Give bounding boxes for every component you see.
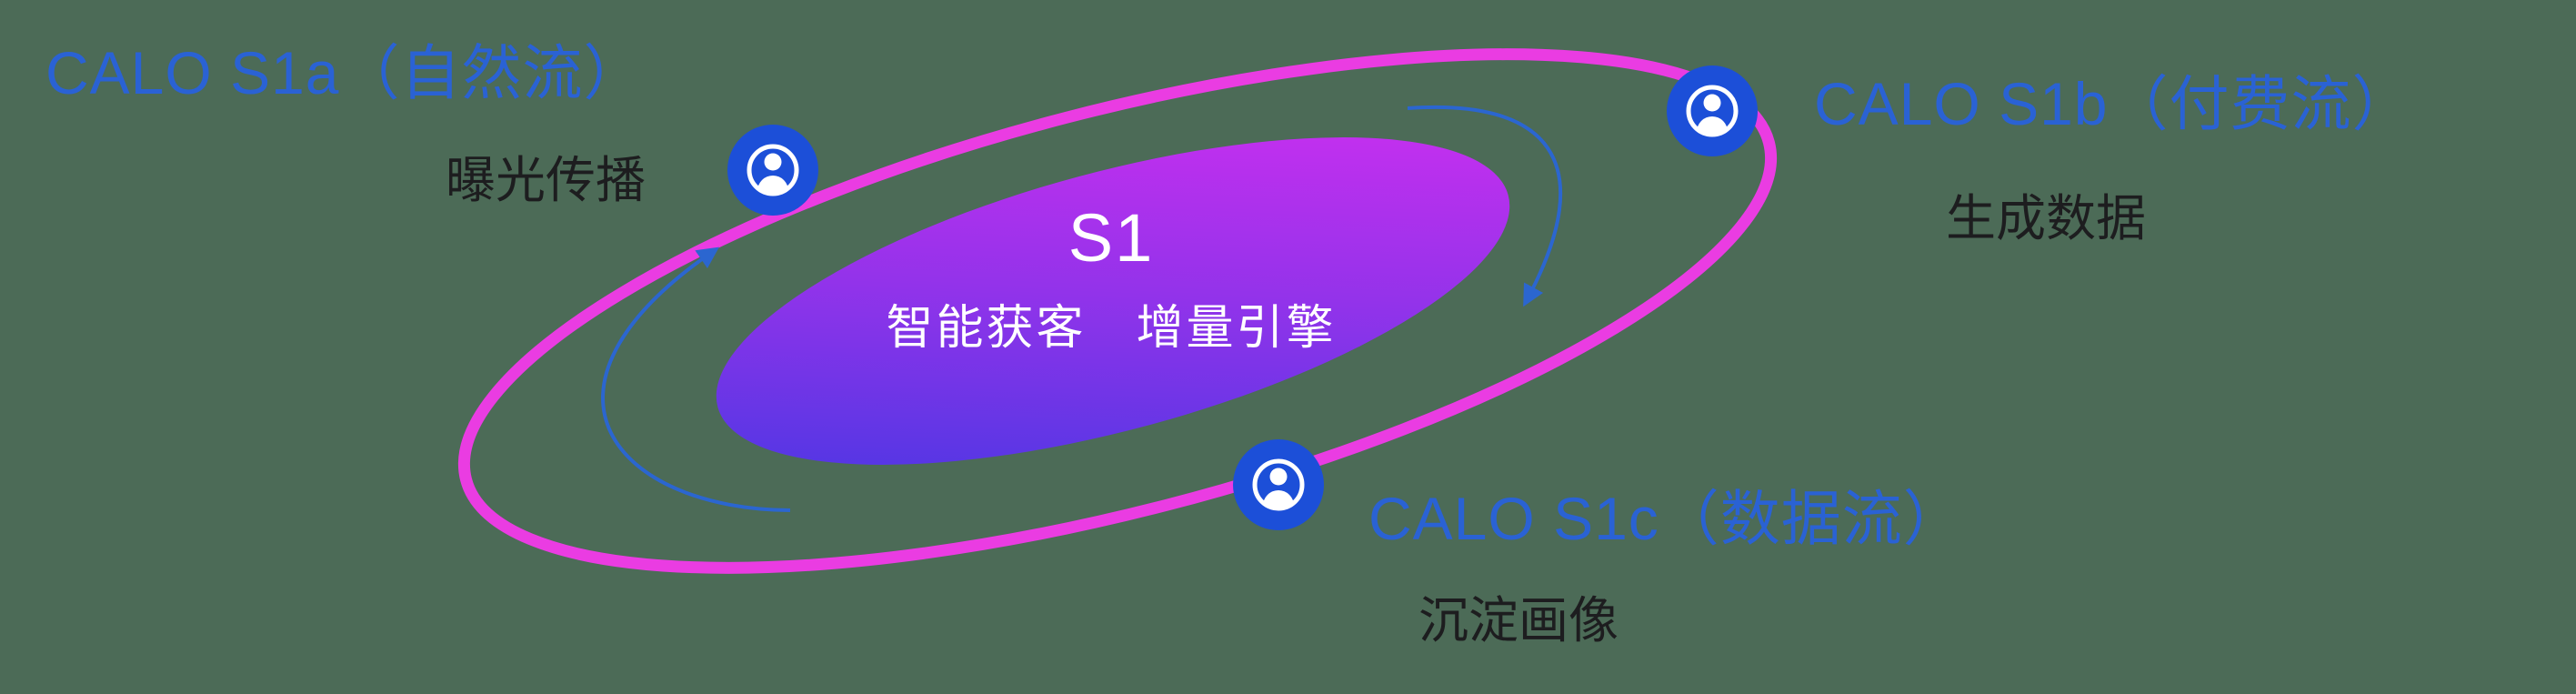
user-icon (1233, 439, 1324, 530)
node-subtitle-s1c: 沉淀画像 (1418, 592, 1619, 649)
node-title-s1c: CALO S1c（数据流） (1368, 485, 1964, 552)
core-label-group: S1 智能获客 增量引擎 (886, 199, 1336, 357)
node-title-s1a: CALO S1a（自然流） (45, 39, 645, 106)
orbit-ring (457, 48, 1778, 574)
user-icon (727, 125, 818, 216)
flow-arrow-right (1407, 105, 1562, 307)
node-subtitle-s1a: 曝光传播 (446, 152, 647, 208)
core-subtitle: 智能获客 增量引擎 (886, 302, 1337, 355)
node-subtitle-s1b: 生成数据 (1946, 190, 2147, 246)
flow-arrow-left (601, 246, 791, 512)
node-title-s1b: CALO S1b（付费流） (1814, 70, 2413, 137)
user-icon (1667, 65, 1758, 156)
core-title: S1 (1067, 200, 1155, 276)
core-ellipse (716, 137, 1510, 465)
